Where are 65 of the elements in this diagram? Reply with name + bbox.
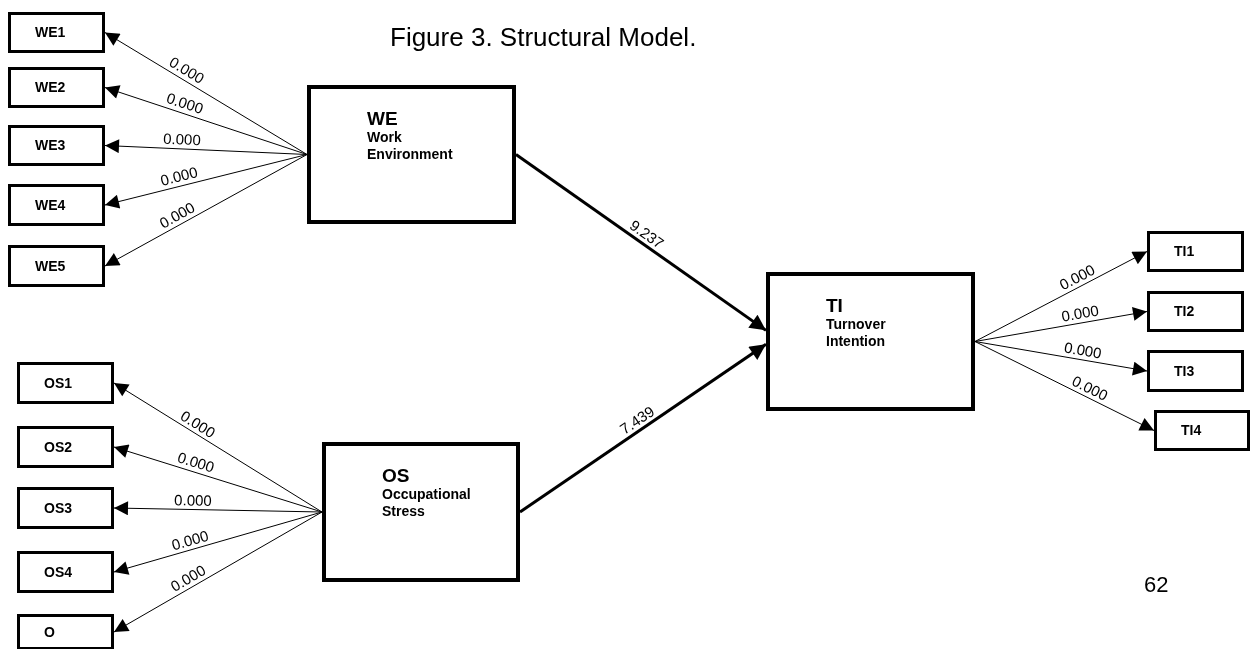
indicator-box	[1147, 350, 1244, 392]
construct-code: WE	[367, 109, 399, 129]
arrow	[104, 85, 308, 155]
edge-label: 0.000	[170, 527, 211, 552]
arrow	[113, 511, 323, 633]
indicator-box	[17, 487, 114, 529]
arrow	[974, 251, 1148, 342]
figure-title: Figure 3. Structural Model.	[390, 21, 697, 54]
indicator-label: OS3	[44, 498, 72, 518]
indicator-label: TI3	[1174, 361, 1195, 381]
arrow	[104, 32, 308, 155]
construct-box	[322, 442, 520, 582]
edge-label: 0.000	[1056, 261, 1098, 293]
arrow	[104, 139, 308, 155]
indicator-label: OS2	[44, 437, 72, 457]
construct-code: OS	[382, 466, 411, 486]
indicator-label: WE3	[35, 136, 66, 155]
edge-label: 0.000	[164, 90, 206, 117]
indicator-label: TI2	[1174, 302, 1195, 321]
indicator-label: TI1	[1174, 242, 1195, 261]
indicator-box	[8, 12, 105, 53]
indicator-box	[1154, 410, 1250, 451]
indicator-label: WE1	[35, 23, 66, 42]
indicator-box	[8, 67, 105, 108]
edge-label: 0.000	[163, 130, 202, 148]
arrow	[515, 153, 767, 332]
arrow	[104, 154, 308, 267]
indicator-box	[8, 245, 105, 287]
edge-label: 0.000	[174, 491, 213, 508]
arrow	[113, 501, 323, 516]
construct-code: TI	[826, 296, 844, 316]
construct-name: Occupational Stress	[382, 486, 472, 520]
edge-label: 0.000	[1063, 339, 1104, 361]
indicator-label: WE2	[35, 78, 66, 97]
indicator-box	[17, 426, 114, 468]
indicator-label: TI4	[1181, 421, 1202, 440]
arrow	[104, 154, 308, 209]
indicator-box	[8, 184, 105, 226]
edge-label: 0.000	[159, 164, 200, 188]
arrow	[974, 341, 1155, 431]
arrow	[113, 382, 323, 513]
page-number: 62	[1144, 571, 1169, 599]
arrow	[519, 343, 767, 514]
construct-box	[766, 272, 975, 411]
construct-name: Turnover Intention	[826, 316, 887, 350]
indicator-label: OS4	[44, 562, 72, 582]
construct-box	[307, 85, 516, 224]
arrow	[113, 511, 323, 575]
edge-label: 0.000	[1070, 372, 1111, 403]
edge-label: 0.000	[1060, 302, 1100, 324]
indicator-box	[17, 551, 114, 593]
indicator-box	[17, 614, 114, 649]
construct-name: Work Environment	[367, 129, 454, 163]
indicator-box	[8, 125, 105, 166]
edge-label: 0.000	[175, 449, 217, 475]
indicator-label: WE4	[35, 195, 66, 215]
indicator-label: O	[44, 622, 55, 642]
indicator-box	[1147, 291, 1244, 332]
edge-label: 0.000	[156, 199, 197, 231]
edge-label: 0.000	[168, 561, 209, 594]
indicator-box	[17, 362, 114, 404]
indicator-box	[1147, 231, 1244, 272]
indicator-label: OS1	[44, 373, 72, 393]
indicator-label: WE5	[35, 256, 66, 276]
arrow	[974, 341, 1148, 376]
